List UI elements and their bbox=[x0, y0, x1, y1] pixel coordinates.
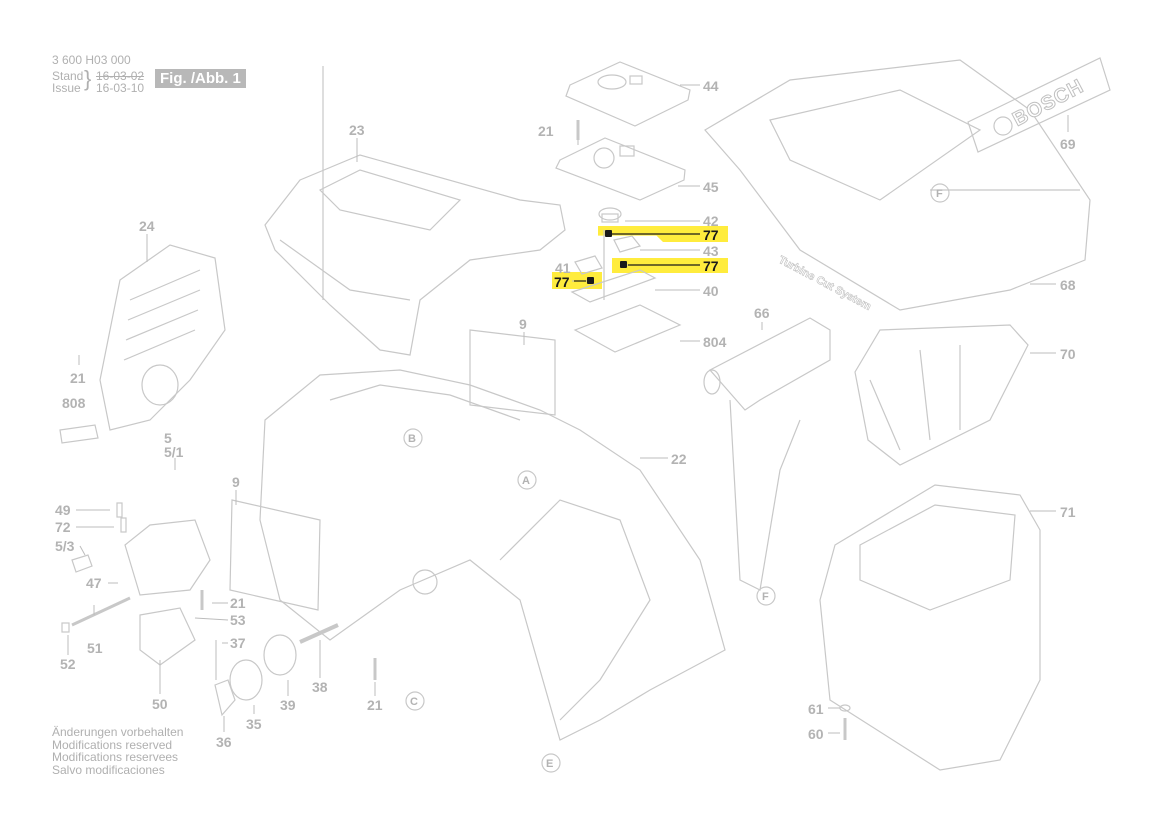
callout-804: 804 bbox=[703, 334, 727, 350]
callout-41: 41 bbox=[555, 260, 571, 276]
leader-lines bbox=[67, 84, 1069, 734]
note-line: Modifications reservees bbox=[52, 750, 179, 764]
callout-36: 36 bbox=[216, 734, 232, 750]
part-804-pcb bbox=[573, 304, 682, 353]
callout-808: 808 bbox=[62, 395, 86, 411]
callout-53: 53 bbox=[230, 612, 246, 628]
ref-mark-e: E bbox=[546, 758, 554, 770]
part-66-handle bbox=[703, 317, 831, 591]
callout-24: 24 bbox=[139, 218, 155, 234]
callout-50: 50 bbox=[152, 696, 168, 712]
ref-mark-b: B bbox=[408, 433, 416, 445]
callout-66: 66 bbox=[754, 305, 770, 321]
issue-label: Issue bbox=[52, 81, 81, 95]
callout-38: 38 bbox=[312, 679, 328, 695]
part-9-label-b bbox=[229, 499, 321, 611]
callout-77: 77 bbox=[703, 258, 719, 274]
callout-22: 22 bbox=[671, 451, 687, 467]
note-line: Änderungen vorbehalten bbox=[52, 725, 184, 739]
callout-21: 21 bbox=[70, 370, 86, 386]
callout-23: 23 bbox=[349, 122, 365, 138]
callout-71: 71 bbox=[1060, 504, 1076, 520]
part-71-base bbox=[819, 484, 1041, 771]
callout-9: 9 bbox=[519, 316, 527, 332]
stand-date: 16-03-02 bbox=[96, 69, 145, 83]
part-buttons bbox=[570, 207, 657, 303]
part-44-panel bbox=[565, 61, 691, 127]
part-808 bbox=[59, 424, 99, 444]
figure-label: Fig. /Abb. 1 bbox=[155, 69, 246, 88]
note-line: Salvo modificaciones bbox=[52, 762, 165, 777]
part-23-housing bbox=[264, 154, 566, 356]
callout-68: 68 bbox=[1060, 277, 1076, 293]
callout-60: 60 bbox=[808, 726, 824, 742]
issue-date: 16-03-10 bbox=[96, 81, 145, 95]
part-45-plate bbox=[555, 137, 686, 201]
callout-77: 77 bbox=[703, 227, 719, 243]
callout-43: 43 bbox=[703, 243, 719, 259]
part-22-lower-housing bbox=[259, 369, 726, 741]
part-69-badge bbox=[967, 57, 1111, 153]
callout-69: 69 bbox=[1060, 136, 1076, 152]
part-24-side bbox=[99, 244, 226, 431]
callout-40: 40 bbox=[703, 283, 719, 299]
stand-label: Stand bbox=[52, 69, 84, 83]
callout-5-3: 5/3 bbox=[55, 538, 75, 554]
callout-5-1: 5/1 bbox=[164, 444, 184, 460]
brace: } bbox=[84, 66, 92, 91]
note-line: Modifications reserved bbox=[52, 737, 173, 752]
callout-52: 52 bbox=[60, 656, 76, 672]
callout-21: 21 bbox=[230, 595, 246, 611]
part-70-basket bbox=[854, 324, 1029, 466]
callout-35: 35 bbox=[246, 716, 262, 732]
callout-49: 49 bbox=[55, 502, 71, 518]
ref-mark-c: C bbox=[410, 696, 418, 708]
modification-notes: Änderungen vorbehalten Modifications res… bbox=[52, 726, 183, 776]
callout-47: 47 bbox=[86, 575, 102, 591]
callout-39: 39 bbox=[280, 697, 296, 713]
callout-37: 37 bbox=[230, 635, 246, 651]
callout-45: 45 bbox=[703, 179, 719, 195]
reference-circles bbox=[403, 183, 950, 773]
part-9-label-a bbox=[469, 329, 556, 416]
document-number: 3 600 H03 000 bbox=[52, 53, 131, 67]
callout-5: 5 bbox=[164, 430, 172, 446]
callout-21: 21 bbox=[367, 697, 383, 713]
callout-51: 51 bbox=[87, 640, 103, 656]
callout-42: 42 bbox=[703, 213, 719, 229]
small-parts bbox=[61, 120, 851, 740]
callout-9: 9 bbox=[232, 474, 240, 490]
ref-mark-a: A bbox=[522, 475, 530, 487]
ref-mark-f-top: F bbox=[936, 188, 943, 200]
callout-70: 70 bbox=[1060, 346, 1076, 362]
callout-44: 44 bbox=[703, 78, 719, 94]
callout-72: 72 bbox=[55, 519, 71, 535]
callout-61: 61 bbox=[808, 701, 824, 717]
part-68-top-housing bbox=[704, 59, 1091, 311]
callout-21: 21 bbox=[538, 123, 554, 139]
ref-mark-f-bottom: F bbox=[762, 591, 769, 603]
callout-77: 77 bbox=[554, 274, 570, 290]
